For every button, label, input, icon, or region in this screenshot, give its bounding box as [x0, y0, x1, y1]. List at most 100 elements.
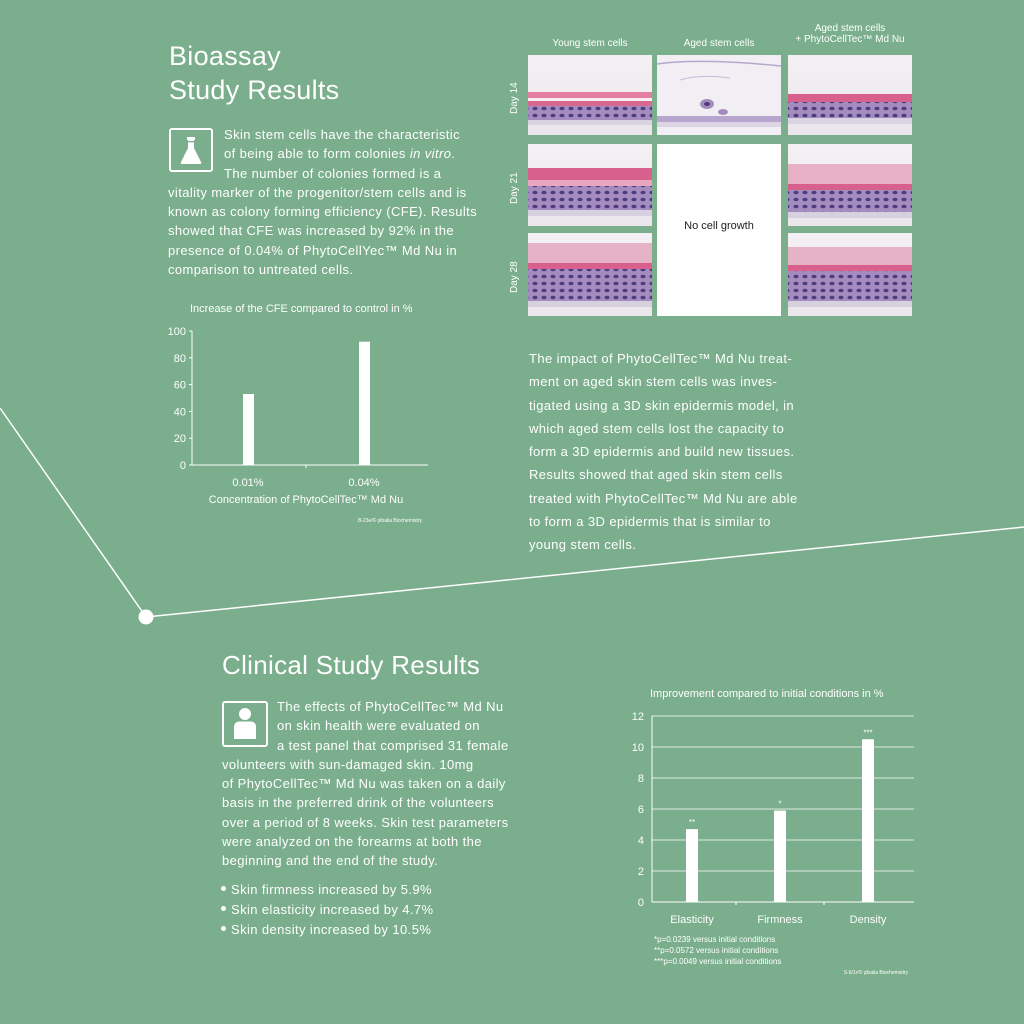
bioassay-line-2-text: of being able to form colonies — [224, 146, 410, 162]
impact-line-3: tigated using a 3D skin epidermis model,… — [529, 397, 795, 413]
significance-label: ** — [689, 818, 695, 827]
clinical-paragraph: The effects of PhytoCellTec™ Md Nu on sk… — [222, 697, 522, 871]
bioassay-title-line2: Study Results — [169, 75, 340, 105]
clinical-line-6: basis in the preferred drink of the volu… — [222, 795, 495, 811]
x-tick-label: 0.01% — [232, 477, 263, 489]
x-tick-label: Density — [850, 914, 887, 926]
clinical-line-5: of PhytoCellTec™ Md Nu was taken on a da… — [222, 776, 506, 792]
bioassay-line-2: of being able to form colonies in vitro. — [168, 144, 488, 163]
improvement-chart-source: S-6/1r/© ʂlbalia Biochemistry — [844, 969, 909, 976]
x-tick-label: Firmness — [757, 914, 803, 926]
col-header-treated-line1: Aged stem cells — [814, 23, 886, 34]
impact-line-9: young stem cells. — [529, 537, 637, 553]
impact-line-6: Results showed that aged skin stem cells — [529, 467, 783, 483]
cfe-chart: 0 20 40 60 80 100 0.01% 0.04% Concentration of P… — [168, 326, 428, 524]
clinical-line-8: were analyzed on the forearms at both th… — [222, 834, 482, 850]
y-tick-label: 60 — [174, 380, 186, 392]
bullet-dot-icon — [221, 886, 226, 892]
improvement-chart: 0 2 4 6 8 10 12 ** Elasticity * Firmness *** Density… — [632, 711, 914, 976]
impact-line-7: treated with PhytoCellTec™ Md Nu are abl… — [529, 490, 798, 506]
results-bullet-list: Skin firmness increased by 5.9% Skin ela… — [221, 880, 434, 940]
bullet-dot-icon — [221, 906, 226, 912]
y-tick-label: 20 — [174, 433, 186, 445]
col-header-treated: Aged stem cells + PhytoCellTec™ Md Nu — [780, 23, 920, 45]
panel-treated-day14 — [788, 55, 912, 135]
bullet-text: Skin density increased by 10.5% — [231, 922, 432, 937]
bar-0.01% — [243, 393, 254, 465]
bioassay-line-4: vitality marker of the progenitor/stem c… — [168, 184, 467, 200]
bullet-item: Skin density increased by 10.5% — [221, 920, 434, 940]
bioassay-line-1: Skin stem cells have the characteristic — [224, 127, 460, 142]
clinical-line-9: beginning and the end of the study. — [222, 853, 439, 869]
y-tick-label: 40 — [174, 406, 186, 418]
panel-aged-no-growth — [657, 144, 781, 316]
y-tick-label: 8 — [638, 773, 644, 785]
person-icon — [222, 701, 268, 747]
footnote: *p=0.0239 versus initial conditions — [654, 935, 775, 944]
impact-line-4: which aged stem cells lost the capacity … — [529, 420, 785, 436]
x-tick-label: Elasticity — [670, 914, 714, 926]
significance-label: *** — [863, 728, 872, 737]
y-tick-label: 6 — [638, 804, 644, 816]
panel-treated-day28 — [788, 233, 912, 316]
bioassay-italic: in vitro — [409, 146, 452, 162]
clinical-line-3: a test panel that comprised 31 female — [277, 737, 509, 753]
col-header-aged: Aged stem cells — [683, 38, 755, 49]
bullet-item: Skin elasticity increased by 4.7% — [221, 900, 434, 920]
bioassay-line-2-end: . — [451, 146, 456, 162]
bar-firmness — [774, 810, 786, 902]
impact-paragraph: The impact of PhytoCellTec™ Md Nu treat-… — [529, 347, 829, 557]
panel-treated-day21 — [788, 144, 912, 226]
bioassay-line-6: showed that CFE was increased by 92% in … — [168, 223, 455, 239]
panel-young-day14 — [528, 55, 652, 135]
impact-line-8: to form a 3D epidermis that is similar t… — [529, 514, 771, 530]
y-tick-label: 10 — [632, 742, 644, 754]
footnote: ***p=0.0049 versus initial conditions — [654, 957, 781, 966]
clinical-line-1: The effects of PhytoCellTec™ Md Nu — [277, 699, 504, 714]
cfe-chart-source: B-23e/© ʂlbalia Biochemistry — [358, 517, 422, 524]
y-tick-label: 0 — [638, 897, 644, 909]
clinical-line-4: volunteers with sun-damaged skin. 10mg — [222, 756, 474, 772]
panel-young-day28 — [528, 233, 652, 316]
clinical-title: Clinical Study Results — [222, 650, 481, 680]
connector-line-left — [0, 407, 147, 618]
flask-icon — [169, 128, 213, 172]
col-header-treated-line2: + PhytoCellTec™ Md Nu — [795, 34, 905, 45]
bioassay-line-7: presence of 0.04% of PhytoCellYec™ Md Nu… — [168, 242, 458, 258]
impact-line-5: form a 3D epidermis and build new tissue… — [529, 444, 795, 460]
significance-label: * — [778, 800, 781, 809]
bioassay-title-line1: Bioassay — [169, 41, 281, 71]
col-header-young: Young stem cells — [552, 38, 628, 49]
cfe-chart-title: Increase of the CFE compared to control … — [190, 303, 413, 315]
bullet-text: Skin elasticity increased by 4.7% — [231, 902, 434, 917]
bullet-text: Skin firmness increased by 5.9% — [231, 882, 432, 897]
footnote: **p=0.0572 versus initial conditions — [654, 946, 778, 955]
connector-node — [138, 609, 154, 625]
bioassay-line-5: known as colony forming efficiency (CFE)… — [168, 204, 478, 220]
impact-line-2: ment on aged skin stem cells was inves- — [529, 374, 778, 390]
histology-grid — [528, 55, 912, 316]
x-axis-label: Concentration of PhytoCellTec™ Md Nu — [209, 494, 403, 506]
bioassay-title: Bioassay Study Results — [169, 39, 339, 107]
bioassay-line-3: The number of colonies formed is a — [224, 165, 442, 181]
y-tick-label: 2 — [638, 866, 644, 878]
connector-line-right — [145, 526, 1024, 618]
panel-aged-day14 — [656, 55, 782, 135]
bullet-item: Skin firmness increased by 5.9% — [221, 880, 434, 900]
y-tick-label: 4 — [638, 835, 644, 847]
y-tick-label: 12 — [632, 711, 644, 723]
bullet-dot-icon — [221, 926, 226, 932]
x-tick-label: 0.04% — [348, 477, 379, 489]
y-tick-label: 80 — [174, 353, 186, 365]
improvement-chart-title: Improvement compared to initial conditio… — [650, 688, 884, 700]
y-tick-label: 100 — [168, 326, 186, 338]
bar-0.04% — [359, 341, 370, 465]
bioassay-paragraph: Skin stem cells have the characteristic … — [168, 125, 488, 279]
y-tick-label: 0 — [180, 460, 186, 472]
impact-line-1: The impact of PhytoCellTec™ Md Nu treat- — [529, 351, 793, 366]
no-cell-growth-label: No cell growth — [684, 220, 754, 232]
clinical-line-7: over a period of 8 weeks. Skin test para… — [222, 814, 509, 830]
bar-elasticity — [686, 829, 698, 902]
bar-density — [862, 739, 874, 902]
